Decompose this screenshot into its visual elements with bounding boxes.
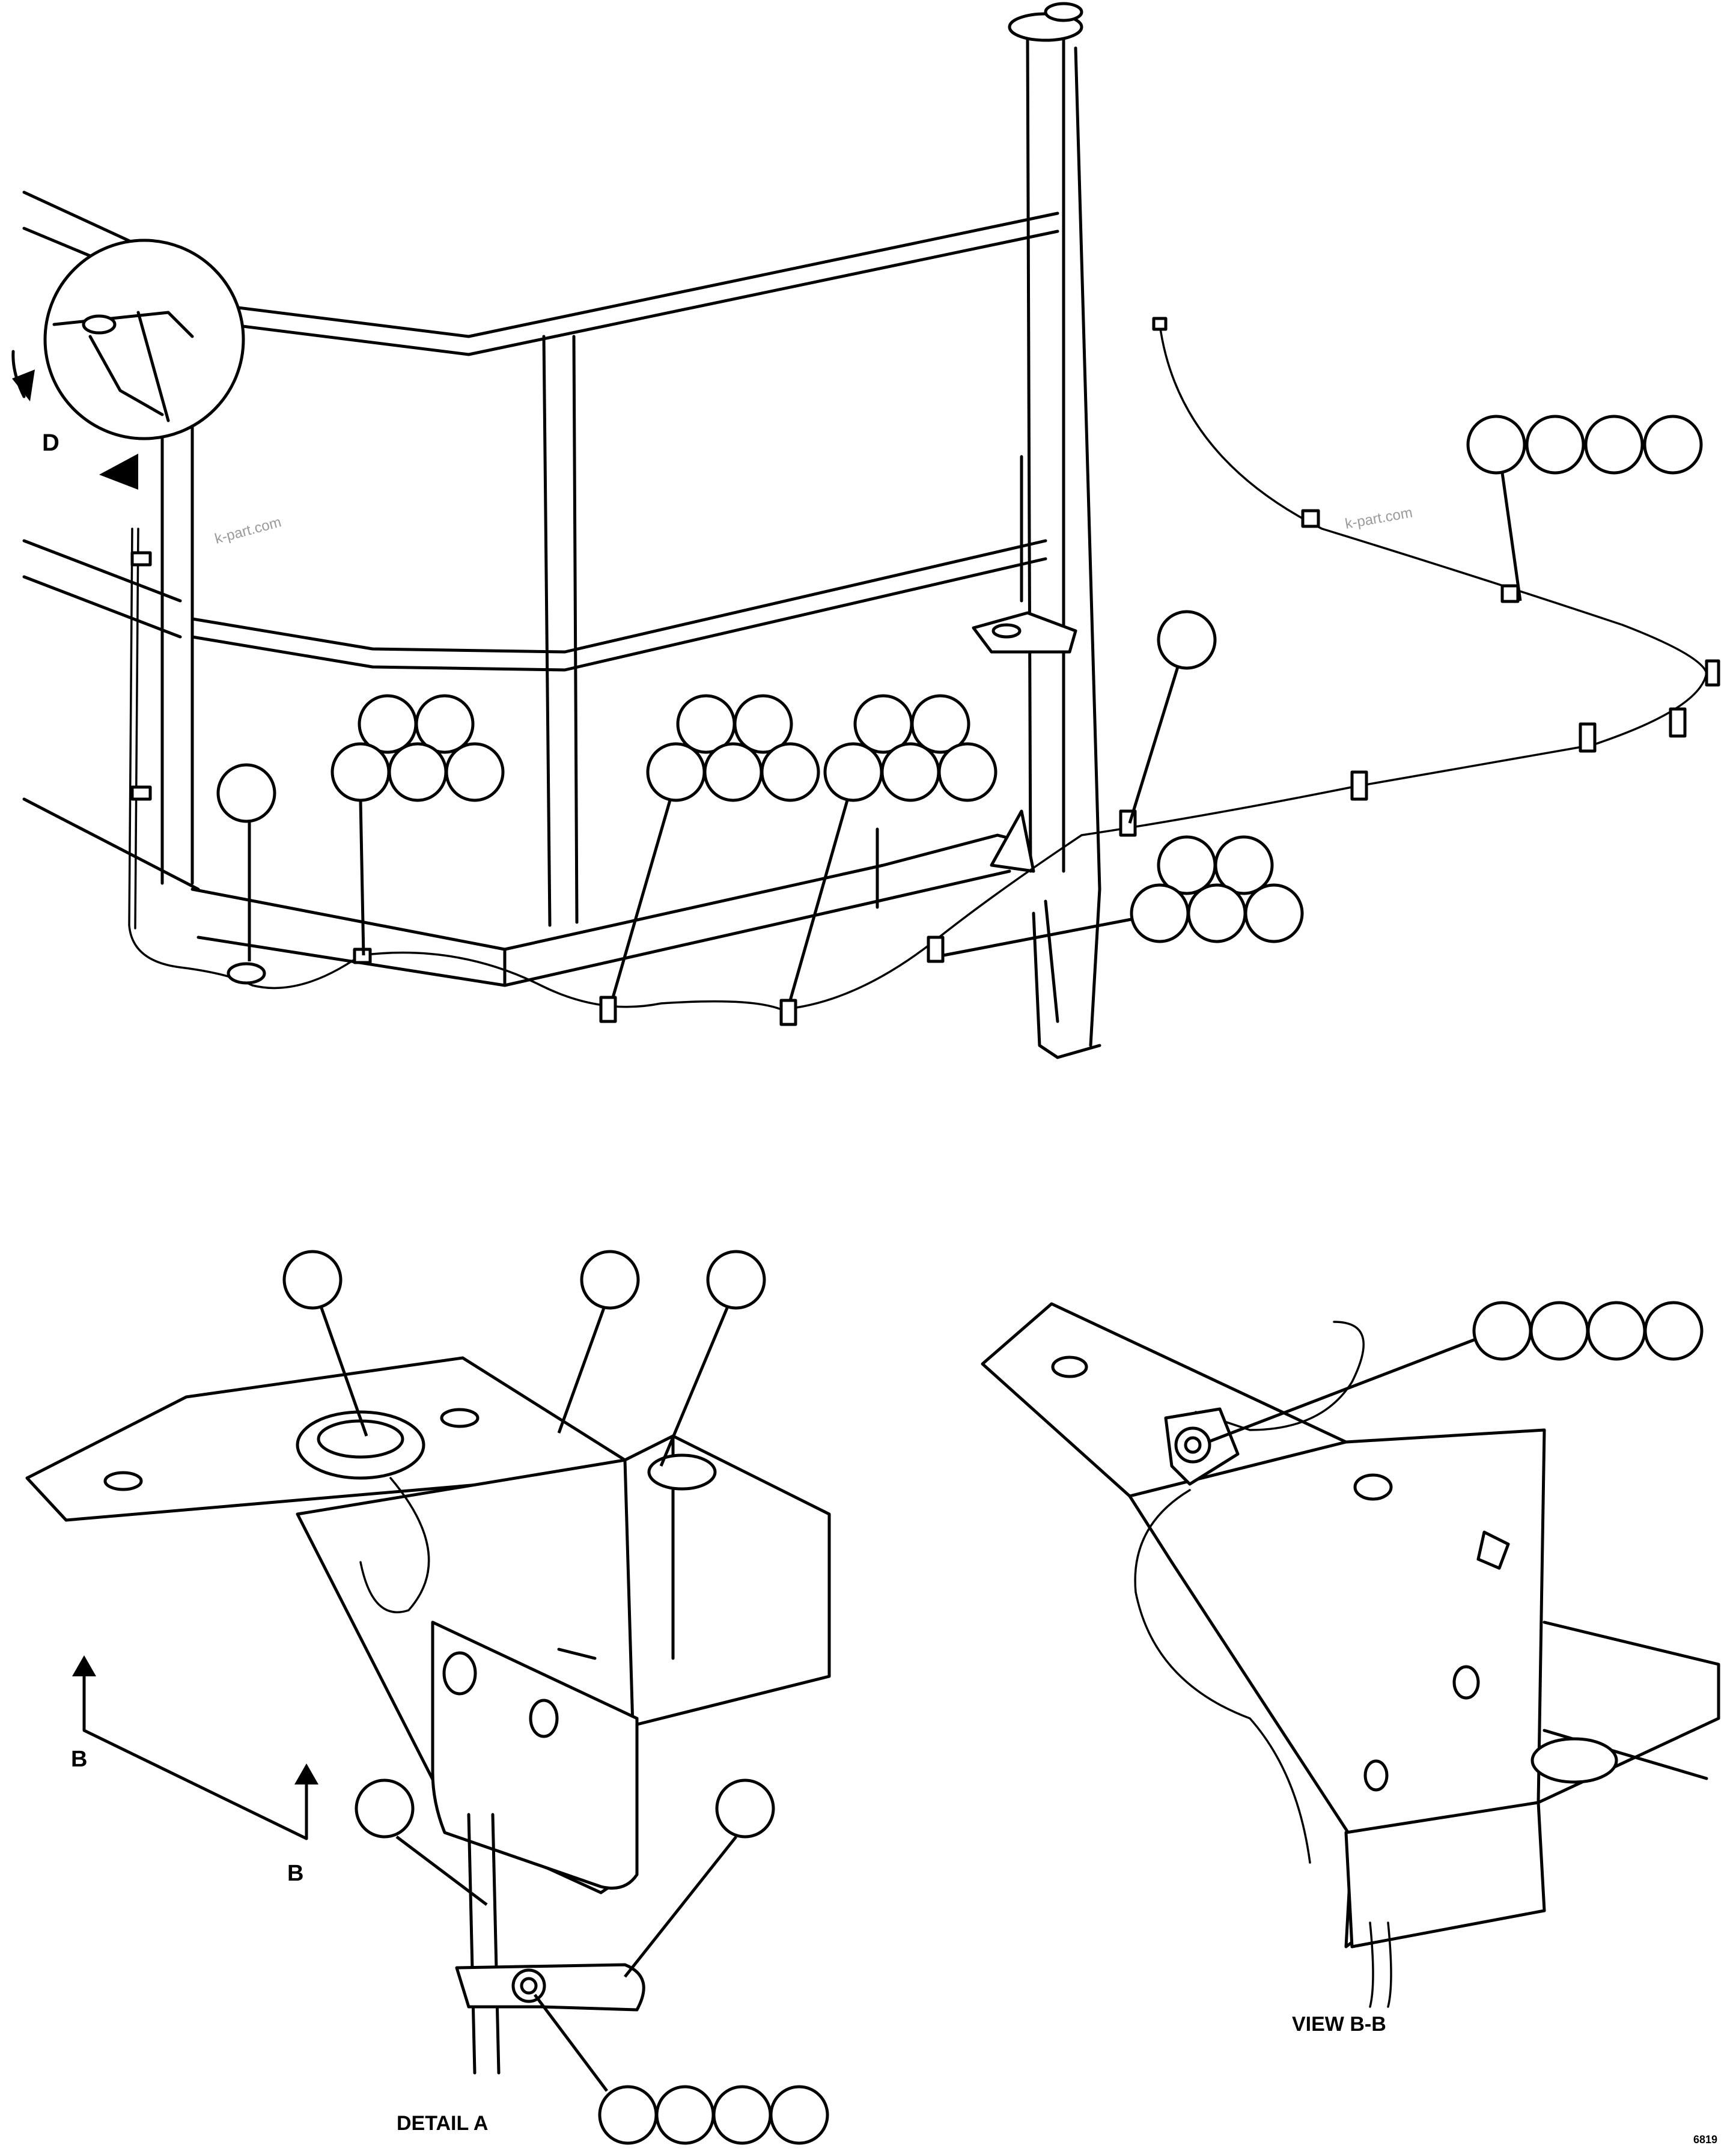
section-arrow-right-icon <box>294 1763 318 1784</box>
balloon-cluster-lower-right <box>943 835 1304 957</box>
detail-a-label: DETAIL A <box>397 2112 488 2135</box>
view-d-arrow-2-icon <box>99 454 138 490</box>
section-b-left-label: B <box>71 1747 87 1772</box>
balloon-cluster-right <box>788 694 997 1001</box>
platform-assembly <box>22 2 1101 1059</box>
balloon-cluster-mid <box>611 694 820 998</box>
detail-a-balloons <box>282 1250 829 2145</box>
view-d-arrow-icon <box>12 370 35 401</box>
balloon-left-clip <box>216 763 276 961</box>
watermark-2: k-part.com <box>1344 505 1413 532</box>
lube-line-routing <box>128 317 1720 1026</box>
view-bb-label: VIEW B-B <box>1292 2013 1386 2036</box>
view-bb-bracket: VIEW B-B <box>981 1302 1720 2036</box>
view-d-label: D <box>42 430 59 456</box>
section-arrow-left-icon <box>72 1655 96 1676</box>
view-d-inset: D <box>11 239 245 490</box>
view-bb-balloons <box>1207 1301 1704 1444</box>
detail-a-bracket: B B DETAIL A <box>25 1356 831 2135</box>
section-b-right-label: B <box>287 1861 303 1886</box>
balloon-tube-clip <box>1128 610 1217 824</box>
sheet-code: 6819 <box>1693 2134 1717 2146</box>
watermark-1: k-part.com <box>213 514 283 547</box>
balloon-cluster-left <box>330 694 505 956</box>
balloon-group-top-right-row <box>1466 415 1703 601</box>
